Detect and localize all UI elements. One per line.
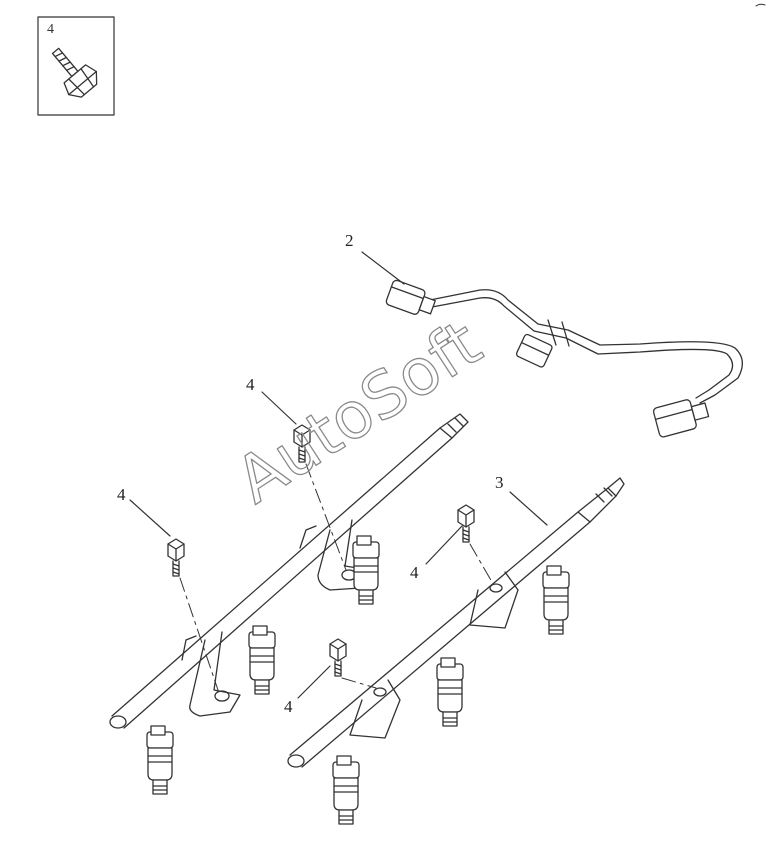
injector-right-2 (436, 657, 464, 727)
connector-middle (515, 333, 553, 368)
watermark: AutoSoft (223, 307, 494, 519)
injector-left-3 (352, 535, 380, 605)
callout-4-bottom: 4 (284, 697, 293, 716)
fuel-rail-right (287, 477, 625, 825)
injector-right-1 (332, 755, 360, 825)
corner-mark (755, 3, 766, 7)
fuel-feed-line (385, 279, 743, 438)
callout-4-top: 4 (246, 375, 255, 394)
callout-2: 2 (345, 231, 354, 250)
callout-4-left: 4 (117, 485, 126, 504)
mounting-lines (179, 463, 493, 691)
inset-box: 4 (37, 16, 115, 116)
callout-3: 3 (495, 473, 504, 492)
bolt-1-icon (167, 538, 185, 577)
connector-top (385, 279, 436, 315)
callout-4-right: 4 (410, 563, 419, 582)
inset-bolt-icon (51, 47, 98, 98)
injector-right-3 (542, 565, 570, 635)
connector-end (652, 399, 710, 438)
leader-lines (129, 251, 548, 699)
inset-label: 4 (47, 22, 54, 37)
injector-left-2 (248, 625, 276, 695)
fuel-rail-left (109, 413, 469, 795)
bolt-3-icon (457, 504, 475, 543)
bolt-4-icon (329, 638, 347, 677)
injector-left-1 (146, 725, 174, 795)
